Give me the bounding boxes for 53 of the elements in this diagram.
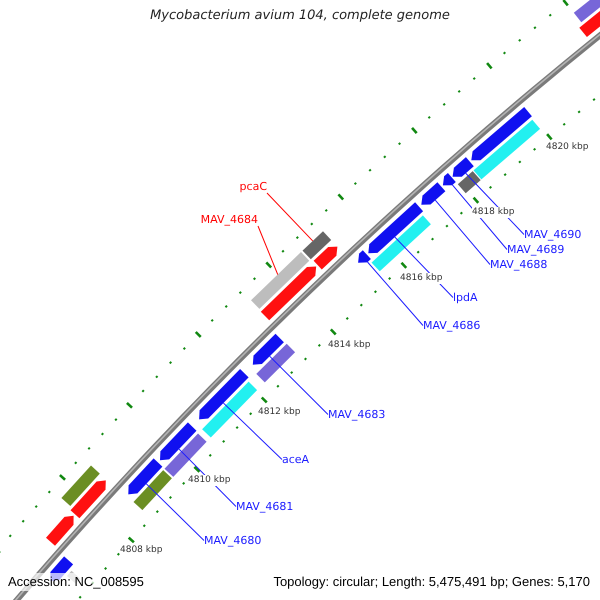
gene-label: MAV_4688 [490, 258, 548, 271]
gene-label: MAV_4680 [204, 534, 262, 547]
tick-label: 4810 kbp [188, 475, 230, 486]
gene-feature [256, 344, 296, 382]
gene-feature [199, 369, 249, 420]
accession-text: Accession: NC_008595 [6, 573, 146, 591]
leader-line [452, 184, 508, 250]
map-title: Mycobacterium avium 104, complete genome [150, 8, 450, 24]
gene-label: MAV_4683 [328, 408, 386, 421]
tick-label: 4816 kbp [400, 273, 442, 284]
tick-label: 4818 kbp [472, 207, 514, 218]
gene-feature [134, 470, 172, 510]
leader-line [367, 262, 424, 326]
gene-feature [368, 202, 424, 254]
gene-feature [358, 250, 371, 263]
leader-line [266, 192, 314, 242]
leader-line [146, 483, 204, 541]
gene-feature [70, 480, 106, 518]
gene-label: MAV_4681 [236, 500, 294, 513]
gene-label: MAV_4684 [200, 213, 258, 226]
gene-feature [574, 0, 600, 22]
gene-feature [452, 157, 474, 177]
gene-feature [302, 231, 332, 260]
leader-line [269, 356, 328, 415]
gene-feature [61, 466, 100, 506]
gene-feature [252, 334, 284, 365]
leader-line [222, 402, 282, 460]
gene-label: pcaC [240, 180, 267, 193]
gene-label: aceA [282, 453, 310, 466]
gene-feature [471, 107, 532, 160]
gene-feature [474, 120, 540, 180]
gene-feature [372, 215, 431, 272]
gene-feature [128, 458, 162, 494]
gene-label: lpdA [453, 291, 478, 304]
gene-feature [421, 182, 446, 205]
gene-feature [442, 173, 456, 186]
gene-label: MAV_4686 [423, 319, 480, 332]
leader-line [434, 200, 490, 265]
gene-feature [164, 434, 207, 477]
tick-label: 4814 kbp [328, 340, 370, 351]
gene-label: MAV_4689 [507, 243, 564, 256]
tick-label: 4812 kbp [258, 407, 300, 418]
gene-feature [458, 171, 481, 194]
gene-feature [260, 266, 316, 320]
leader-line [258, 226, 278, 275]
tick-label: 4808 kbp [120, 545, 162, 556]
gene-feature [314, 246, 338, 270]
gene-feature [251, 252, 310, 309]
gene-label: MAV_4690 [524, 228, 582, 241]
tick-label: 4820 kbp [546, 142, 588, 153]
gene-feature [202, 382, 258, 438]
gene-feature [46, 516, 74, 546]
gene-feature [160, 422, 196, 460]
